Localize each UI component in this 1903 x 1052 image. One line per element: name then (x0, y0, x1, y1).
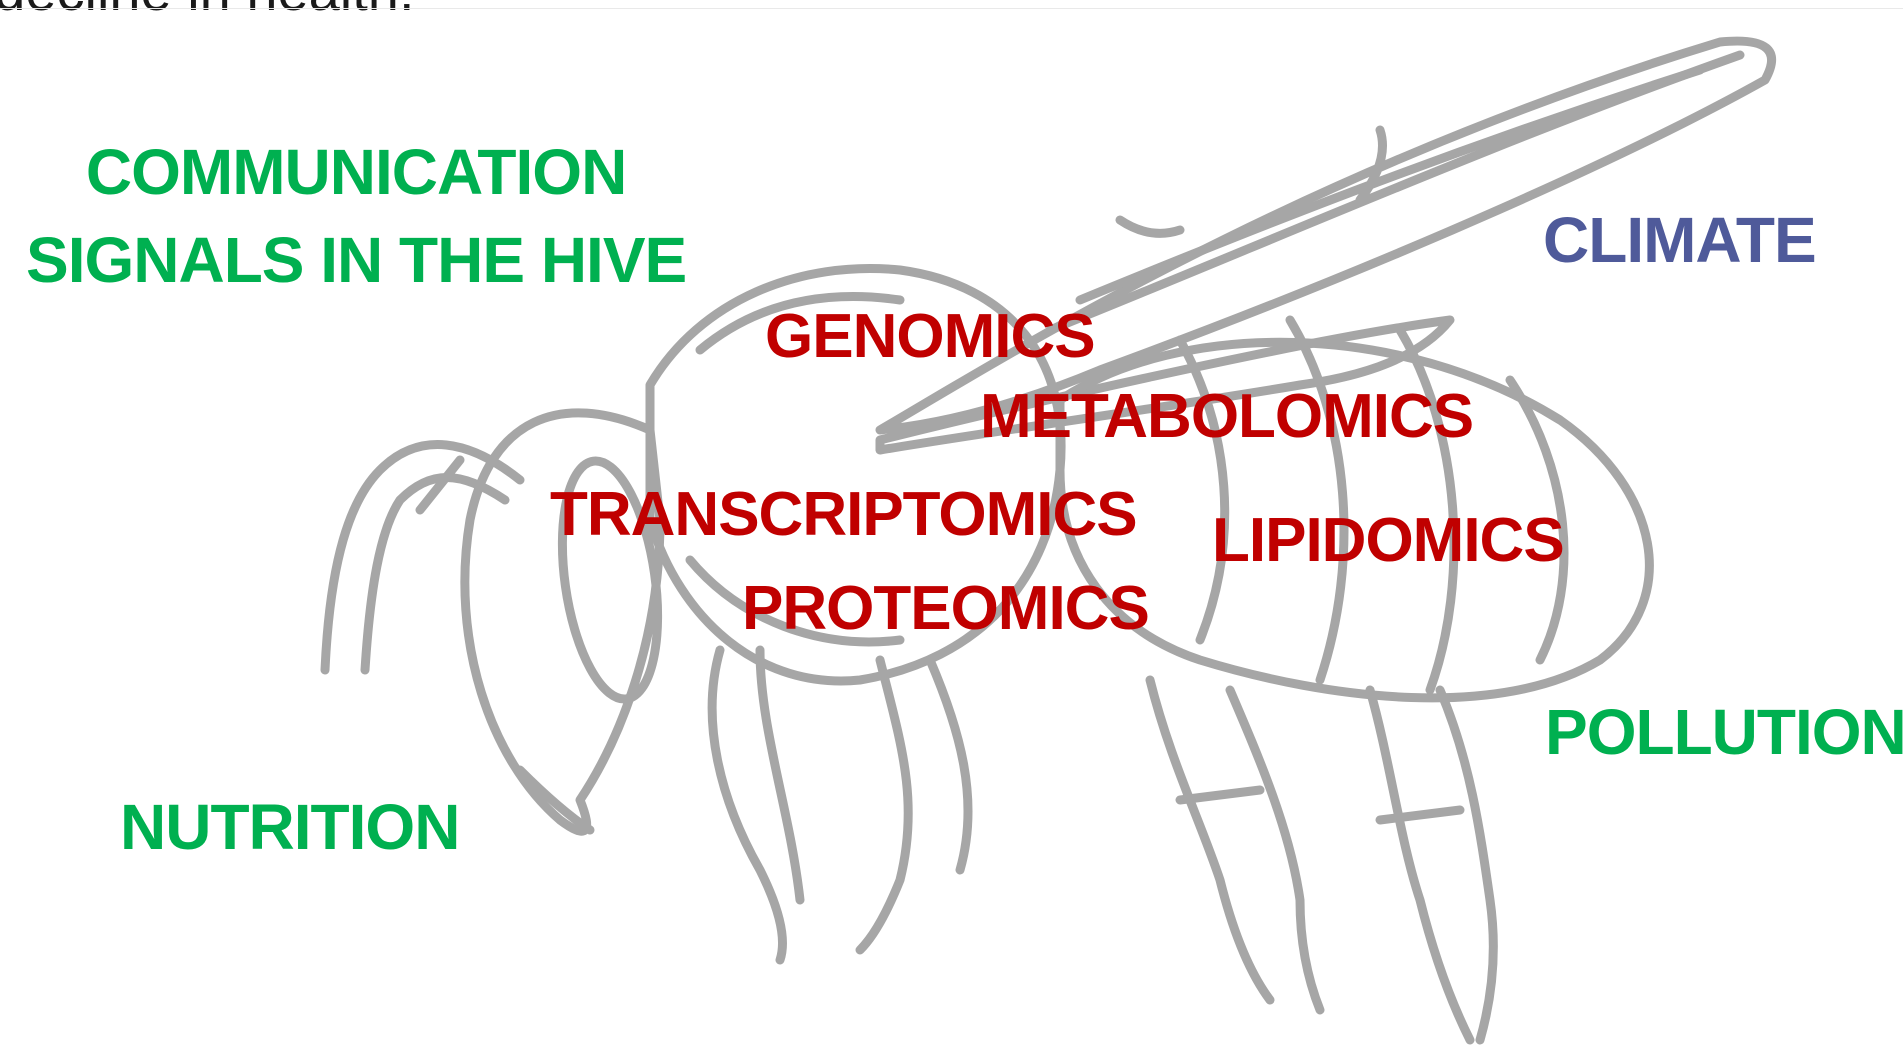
climate-label: CLIMATE (1543, 208, 1816, 272)
communication-line-2: SIGNALS IN THE HIVE (26, 216, 686, 304)
lipidomics-label: LIPIDOMICS (1212, 510, 1564, 572)
communication-signals-label: COMMUNICATION SIGNALS IN THE HIVE (26, 128, 686, 305)
nutrition-label: NUTRITION (120, 795, 459, 859)
genomics-label: GENOMICS (765, 306, 1095, 368)
transcriptomics-label: TRANSCRIPTOMICS (550, 484, 1137, 546)
metabolomics-label: METABOLOMICS (980, 386, 1473, 448)
proteomics-label: PROTEOMICS (742, 578, 1149, 640)
pollution-label: POLLUTION (1545, 700, 1903, 764)
communication-line-1: COMMUNICATION (26, 128, 686, 216)
